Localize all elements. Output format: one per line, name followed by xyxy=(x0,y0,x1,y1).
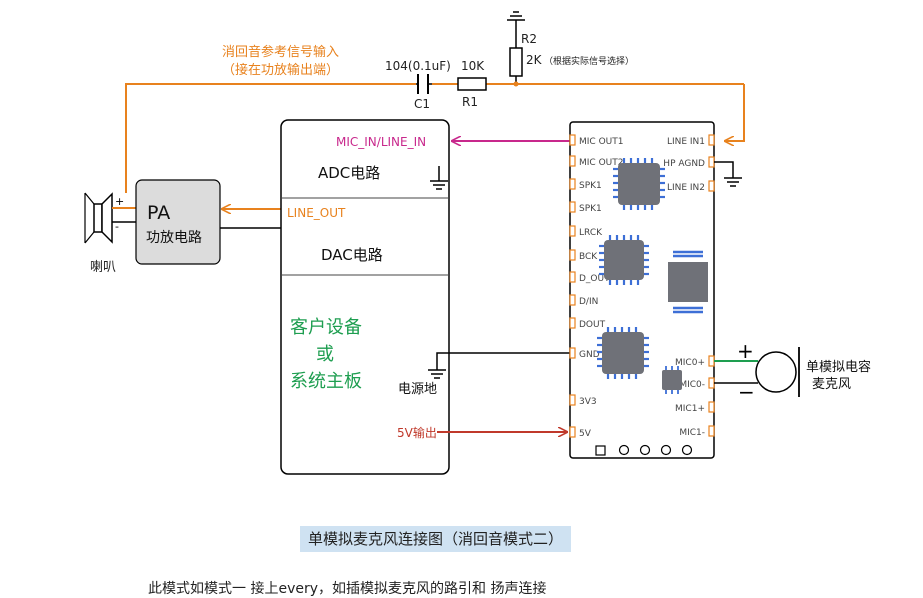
pin-right-3: MIC0+ xyxy=(675,358,705,368)
r2-value-label: 2K xyxy=(526,53,543,67)
pin-left-0: MIC OUT1 xyxy=(579,137,623,147)
pin-left-11: 5V xyxy=(579,429,592,439)
pin-left-9: GND xyxy=(579,350,600,360)
chip-3 xyxy=(668,250,708,314)
line-out-label: LINE_OUT xyxy=(287,206,346,220)
power-ground-icon xyxy=(428,369,446,379)
speaker-icon xyxy=(84,192,113,244)
pin-right-1: HP AGND xyxy=(663,159,705,169)
chip-2 xyxy=(599,235,649,285)
chip-5 xyxy=(662,366,682,394)
pin-left-7: D/IN xyxy=(579,297,598,307)
adc-ground-icon xyxy=(430,166,448,190)
pin-left-3: SPK1 xyxy=(579,204,602,214)
speaker-label: 喇叭 xyxy=(90,260,116,275)
r2-note-label: （根据实际信号选择） xyxy=(544,55,634,67)
mic-name-label-1: 单模拟电容 xyxy=(806,359,871,375)
pin-right-5: MIC1+ xyxy=(675,404,705,414)
resistor-r2-branch xyxy=(507,11,525,87)
client-device-box xyxy=(280,119,450,475)
speaker-minus-label: - xyxy=(115,220,119,233)
r1-value-label: 10K xyxy=(461,59,485,73)
client-label-3: 系统主板 xyxy=(290,371,362,392)
mic-in-line-in-label: MIC_IN/LINE_IN xyxy=(336,135,426,149)
pa-amplifier-box xyxy=(135,179,221,265)
pa-subtitle: 功放电路 xyxy=(146,230,202,246)
pin-left-1: MIC OUT2 xyxy=(579,158,623,168)
dac-label: DAC电路 xyxy=(321,246,383,264)
pin-right-6: MIC1- xyxy=(679,428,705,438)
pin-left-10: 3V3 xyxy=(579,397,597,407)
pa-title: PA xyxy=(147,202,170,224)
mic-plus-label: + xyxy=(737,339,754,363)
chip-4 xyxy=(597,327,649,379)
pin-left-5: BCK xyxy=(579,252,598,262)
v5-output-label: 5V输出 xyxy=(397,425,437,440)
resistor-r1 xyxy=(457,77,487,91)
power-ground-label: 电源地 xyxy=(398,382,437,397)
echo-ref-label-2: （接在功放输出端） xyxy=(222,62,339,78)
body-text: 此模式如模式一 接上every，如插模拟麦克风的路引和 扬声连接 xyxy=(148,581,547,597)
pin-right-4: MIC0- xyxy=(679,380,705,390)
module-bottom-holes xyxy=(595,444,693,456)
figure-caption: 单模拟麦克风连接图（消回音模式二） xyxy=(300,526,572,552)
speaker-plus-label: + xyxy=(115,195,124,208)
capacitor-c1 xyxy=(416,74,432,94)
adc-label: ADC电路 xyxy=(318,164,380,182)
pin-left-6: D_OUT xyxy=(579,274,610,284)
mic-name-label-2: 麦克风 xyxy=(812,377,851,392)
chip-1 xyxy=(613,158,665,210)
mic-minus-label: − xyxy=(738,380,755,404)
module-left-pins xyxy=(569,134,576,438)
pin-right-2: LINE IN2 xyxy=(667,183,705,193)
echo-reference-wire xyxy=(125,83,745,193)
client-label-1: 客户设备 xyxy=(290,317,362,338)
cap-value-label: 104(0.1uF) xyxy=(385,59,451,73)
pin-left-4: LRCK xyxy=(579,228,603,238)
cap-name-label: C1 xyxy=(414,97,430,111)
audio-module-board: MIC OUT1 MIC OUT2 SPK1 SPK1 LRCK BCK D_O… xyxy=(569,121,715,459)
client-label-2: 或 xyxy=(316,344,334,365)
module-right-pins xyxy=(708,134,715,437)
r1-name-label: R1 xyxy=(462,95,478,109)
r2-name-label: R2 xyxy=(521,32,537,46)
pin-left-2: SPK1 xyxy=(579,181,602,191)
echo-ref-label-1: 消回音参考信号输入 xyxy=(222,44,339,60)
pin-right-0: LINE IN1 xyxy=(667,137,705,147)
microphone-icon xyxy=(755,347,800,397)
pin-left-8: DOUT xyxy=(579,320,606,330)
agnd-ground-icon xyxy=(724,177,742,187)
